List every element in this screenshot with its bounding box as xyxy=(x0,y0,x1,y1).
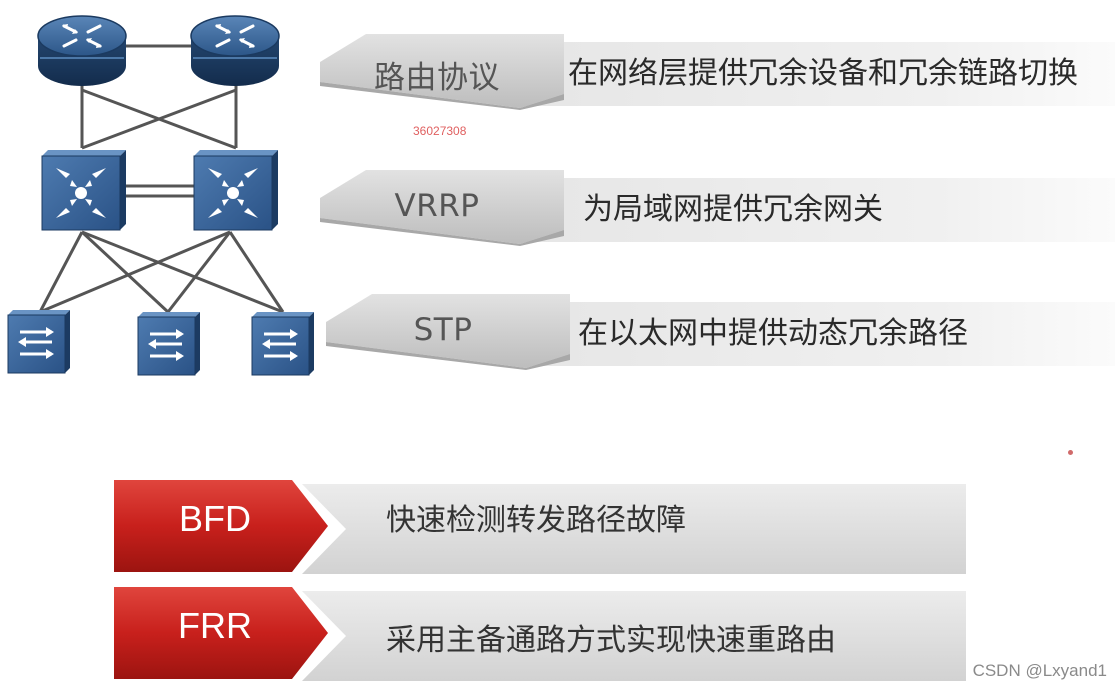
feature-row-frr: FRR 采用主备通路方式实现快速重路由 xyxy=(114,585,966,681)
ribbon-shape xyxy=(320,170,1115,246)
feature-description: 采用主备通路方式实现快速重路由 xyxy=(386,623,836,658)
protocol-name: STP xyxy=(413,312,473,348)
router-icon xyxy=(37,15,127,86)
protocol-description: 为局域网提供冗余网关 xyxy=(583,192,883,227)
router-icon xyxy=(190,15,280,86)
csdn-watermark: CSDN @Lxyand1 xyxy=(972,661,1107,680)
access-switch-icon xyxy=(251,312,314,376)
banner-shape xyxy=(114,480,966,574)
watermark-id: 36027308 xyxy=(413,124,467,138)
feature-name: BFD xyxy=(179,498,251,539)
access-switch-icon xyxy=(137,312,200,376)
ribbon-shape xyxy=(326,294,1115,370)
core-switch-icon xyxy=(41,150,126,231)
protocol-row-vrrp: VRRP 为局域网提供冗余网关 xyxy=(320,168,1115,246)
feature-name: FRR xyxy=(178,605,252,646)
protocol-description: 在网络层提供冗余设备和冗余链路切换 xyxy=(568,56,1078,91)
feature-row-bfd: BFD 快速检测转发路径故障 xyxy=(114,478,966,574)
network-topology-diagram xyxy=(7,15,314,376)
protocol-row-routing: 路由协议 在网络层提供冗余设备和冗余链路切换 xyxy=(320,32,1115,110)
ribbon-shape xyxy=(320,34,1115,110)
protocol-name: VRRP xyxy=(394,188,480,224)
protocol-row-stp: STP 在以太网中提供动态冗余路径 xyxy=(326,292,1115,370)
protocol-name: 路由协议 xyxy=(374,60,500,96)
banner-shape xyxy=(114,587,966,681)
core-switch-icon xyxy=(193,150,278,231)
topology-links xyxy=(38,44,285,314)
protocol-description: 在以太网中提供动态冗余路径 xyxy=(578,316,968,351)
access-switch-icon xyxy=(7,310,70,374)
feature-description: 快速检测转发路径故障 xyxy=(386,503,686,538)
stray-dot xyxy=(1068,450,1073,455)
